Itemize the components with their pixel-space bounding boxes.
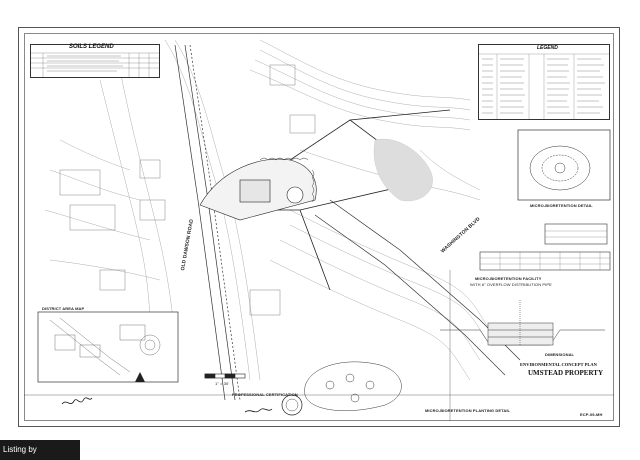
soils-legend-box: SOILS LEGEND bbox=[30, 44, 160, 78]
bioretention-detail-title: MICRO-BIORETENTION DETAIL bbox=[530, 203, 593, 208]
dimensional-title: DIMENSIONAL bbox=[545, 352, 575, 357]
plan-title-line1: ENVIRONMENTAL CONCEPT PLAN bbox=[520, 362, 597, 367]
soils-legend-title: SOILS LEGEND bbox=[69, 44, 114, 50]
bioretention-facility-title: MICRO-BIORETENTION FACILITY bbox=[475, 276, 542, 281]
legend-table bbox=[479, 53, 609, 119]
sheet-border-inner bbox=[24, 33, 614, 421]
listing-watermark: Listing by bbox=[0, 440, 80, 460]
legend-box: LEGEND bbox=[478, 44, 610, 120]
soils-legend-table bbox=[31, 52, 159, 77]
facility-subtitle: WITH 6" OVERFLOW DISTRIBUTION PIPE bbox=[470, 282, 552, 287]
scale-label: 1" = 30' bbox=[215, 381, 230, 386]
legend-title: LEGEND bbox=[537, 45, 558, 51]
sheet-border-outer bbox=[18, 27, 620, 427]
plan-title-line2: UMSTEAD PROPERTY bbox=[528, 369, 604, 377]
planting-detail-title: MICRO-BIORETENTION PLANTING DETAIL bbox=[425, 408, 511, 413]
professional-certification: PROFESSIONAL CERTIFICATION bbox=[232, 392, 298, 397]
sheet-number: ECP-09-MH bbox=[580, 412, 603, 417]
district-map-title: DISTRICT AREA MAP bbox=[42, 306, 85, 311]
